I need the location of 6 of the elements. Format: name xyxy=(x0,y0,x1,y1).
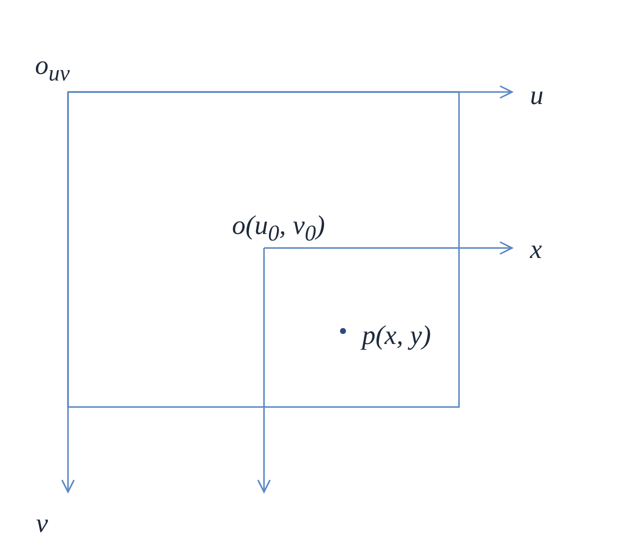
axis-label: x xyxy=(530,236,542,263)
axis-label: v xyxy=(36,510,48,537)
axis-label: u xyxy=(530,82,544,109)
origin-label: o(u$_{0}$, v$_{0}$) xyxy=(232,212,325,245)
point-label: p(x, y) xyxy=(362,322,431,349)
origin-label: o$_{uv}$ xyxy=(35,52,70,85)
